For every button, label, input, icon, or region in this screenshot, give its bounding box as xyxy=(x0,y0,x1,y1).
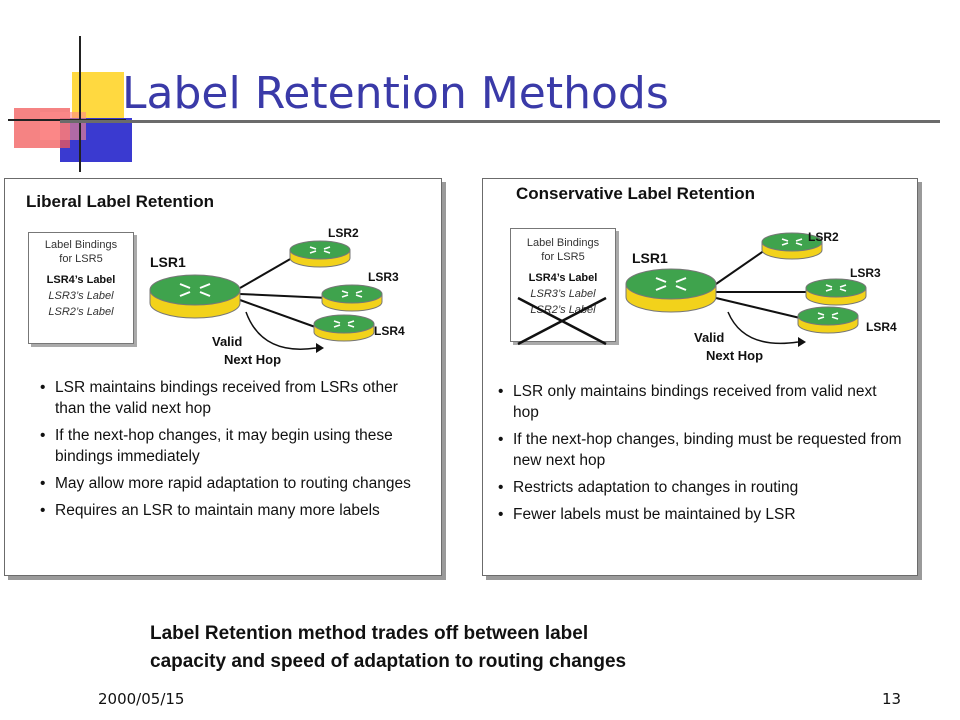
footer-date: 2000/05/15 xyxy=(98,690,185,708)
summary-text: Label Retention method trades off betwee… xyxy=(150,620,626,676)
router-icon xyxy=(805,278,867,306)
router-icon xyxy=(289,240,351,268)
router-label-lsr2: LSR2 xyxy=(328,226,359,240)
router-icon xyxy=(797,306,859,334)
bullet-item: If the next-hop changes, it may begin us… xyxy=(40,425,432,467)
bullet-item: Fewer labels must be maintained by LSR xyxy=(498,504,906,525)
router-label-lsr2: LSR2 xyxy=(808,230,839,244)
bullet-item: Requires an LSR to maintain many more la… xyxy=(40,500,432,521)
router-label-lsr3: LSR3 xyxy=(850,266,881,280)
router-icon xyxy=(625,268,717,313)
router-icon xyxy=(761,232,823,260)
own-label: LSR4’s Label xyxy=(46,274,116,286)
router-label-lsr3: LSR3 xyxy=(368,270,399,284)
own-label: LSR4’s Label xyxy=(528,272,598,284)
discarded-label-a: LSR3’s Label xyxy=(530,288,596,300)
next-hop-label: Next Hop xyxy=(224,352,282,367)
x-cross-icon xyxy=(517,296,607,346)
liberal-bindings-box: Label Bindings for LSR5 LSR4’s Label LSR… xyxy=(28,232,134,344)
liberal-bullets: LSR maintains bindings received from LSR… xyxy=(40,377,432,527)
bindings-header: Label Bindings xyxy=(44,239,118,251)
bullet-item: May allow more rapid adaptation to routi… xyxy=(40,473,432,494)
router-icon xyxy=(149,274,241,319)
router-label-lsr1: LSR1 xyxy=(632,250,668,266)
bindings-header: Label Bindings xyxy=(526,237,600,249)
bullet-item: LSR maintains bindings received from LSR… xyxy=(40,377,432,419)
retained-label-b: LSR2’s Label xyxy=(48,306,114,318)
page-number: 13 xyxy=(882,690,902,708)
bullet-item: If the next-hop changes, binding must be… xyxy=(498,429,906,471)
router-label-lsr1: LSR1 xyxy=(150,254,186,270)
router-label-lsr4: LSR4 xyxy=(866,320,897,334)
router-icon xyxy=(321,284,383,312)
liberal-title: Liberal Label Retention xyxy=(26,192,214,211)
bindings-header-sub: for LSR5 xyxy=(59,253,103,265)
title-underline xyxy=(60,120,940,123)
conservative-bullets: LSR only maintains bindings received fro… xyxy=(498,381,906,531)
summary-line-2: capacity and speed of adaptation to rout… xyxy=(150,651,627,672)
router-icon xyxy=(313,314,375,342)
bullet-item: LSR only maintains bindings received fro… xyxy=(498,381,906,423)
valid-label: Valid xyxy=(694,330,725,345)
valid-label: Valid xyxy=(212,334,243,349)
next-hop-label: Next Hop xyxy=(706,348,764,363)
retained-label-a: LSR3’s Label xyxy=(48,290,114,302)
conservative-title: Conservative Label Retention xyxy=(516,184,756,203)
bindings-header-sub: for LSR5 xyxy=(541,251,585,263)
summary-line-1: Label Retention method trades off betwee… xyxy=(150,623,589,644)
bullet-item: Restricts adaptation to changes in routi… xyxy=(498,477,906,498)
slide-title: Label Retention Methods xyxy=(122,68,669,119)
router-label-lsr4: LSR4 xyxy=(374,324,405,338)
